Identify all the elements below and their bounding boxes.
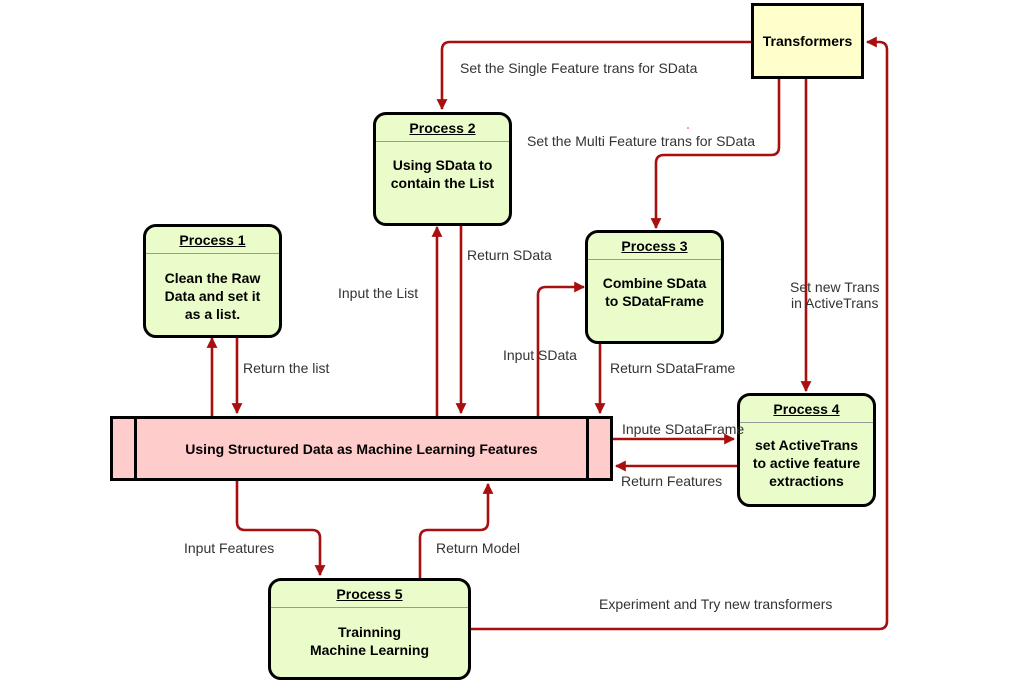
process-4-title: Process 4 (740, 396, 873, 423)
label-set-new-trans: Set new Trans in ActiveTrans (790, 279, 880, 311)
label-multi-feature: Set the Multi Feature trans for SData (527, 133, 755, 149)
label-return-model: Return Model (436, 540, 521, 556)
arrow-store-to-process3 (536, 281, 586, 416)
label-inpute-sdataframe: Inpute SDataFrame (622, 421, 745, 437)
label-input-list: Input the List (338, 285, 419, 301)
arrow-process5-to-store (418, 482, 494, 578)
process-2-title: Process 2 (376, 115, 509, 142)
process-5: Process 5 Trainning Machine Learning (268, 578, 471, 680)
process-2: Process 2 Using SData to contain the Lis… (373, 112, 512, 226)
process-1-title: Process 1 (146, 227, 279, 254)
process-3: Process 3 Combine SData to SDataFrame (585, 230, 724, 344)
label-return-features: Return Features (621, 473, 723, 489)
arrow-transformers-to-process2 (436, 40, 751, 111)
label-experiment: Experiment and Try new transformers (599, 596, 833, 612)
arrow-store-to-process5 (235, 481, 326, 577)
data-store: Using Structured Data as Machine Learnin… (110, 416, 613, 481)
process-5-description: Trainning Machine Learning (309, 624, 430, 658)
process-2-description: Using SData to contain the List (390, 157, 495, 191)
label-single-feature: Set the Single Feature trans for SData (460, 60, 698, 76)
transformers-entity: Transformers (751, 3, 864, 79)
store-right-bar (586, 419, 589, 478)
label-return-list: Return the list (243, 360, 330, 376)
store-left-bar (134, 419, 137, 478)
process-1-description: Clean the Raw Data and set it as a list. (164, 270, 261, 322)
arrow-transformers-to-process3 (650, 79, 781, 230)
label-input-features: Input Features (184, 540, 275, 556)
label-return-sdata: Return SData (467, 247, 552, 263)
process-4-description: set ActiveTrans to active feature extrac… (752, 437, 861, 489)
arrow-process5-to-transformers (471, 36, 889, 631)
label-input-sdata: Input SData (503, 347, 577, 363)
transformers-label: Transformers (762, 33, 853, 49)
process-1: Process 1 Clean the Raw Data and set it … (143, 224, 282, 338)
process-3-title: Process 3 (588, 233, 721, 260)
label-return-sdataframe: Return SDataFrame (610, 360, 736, 376)
process-4: Process 4 set ActiveTrans to active feat… (737, 393, 876, 507)
store-label: Using Structured Data as Machine Learnin… (185, 440, 538, 457)
process-3-description: Combine SData to SDataFrame (602, 275, 707, 309)
process-5-title: Process 5 (271, 581, 468, 608)
